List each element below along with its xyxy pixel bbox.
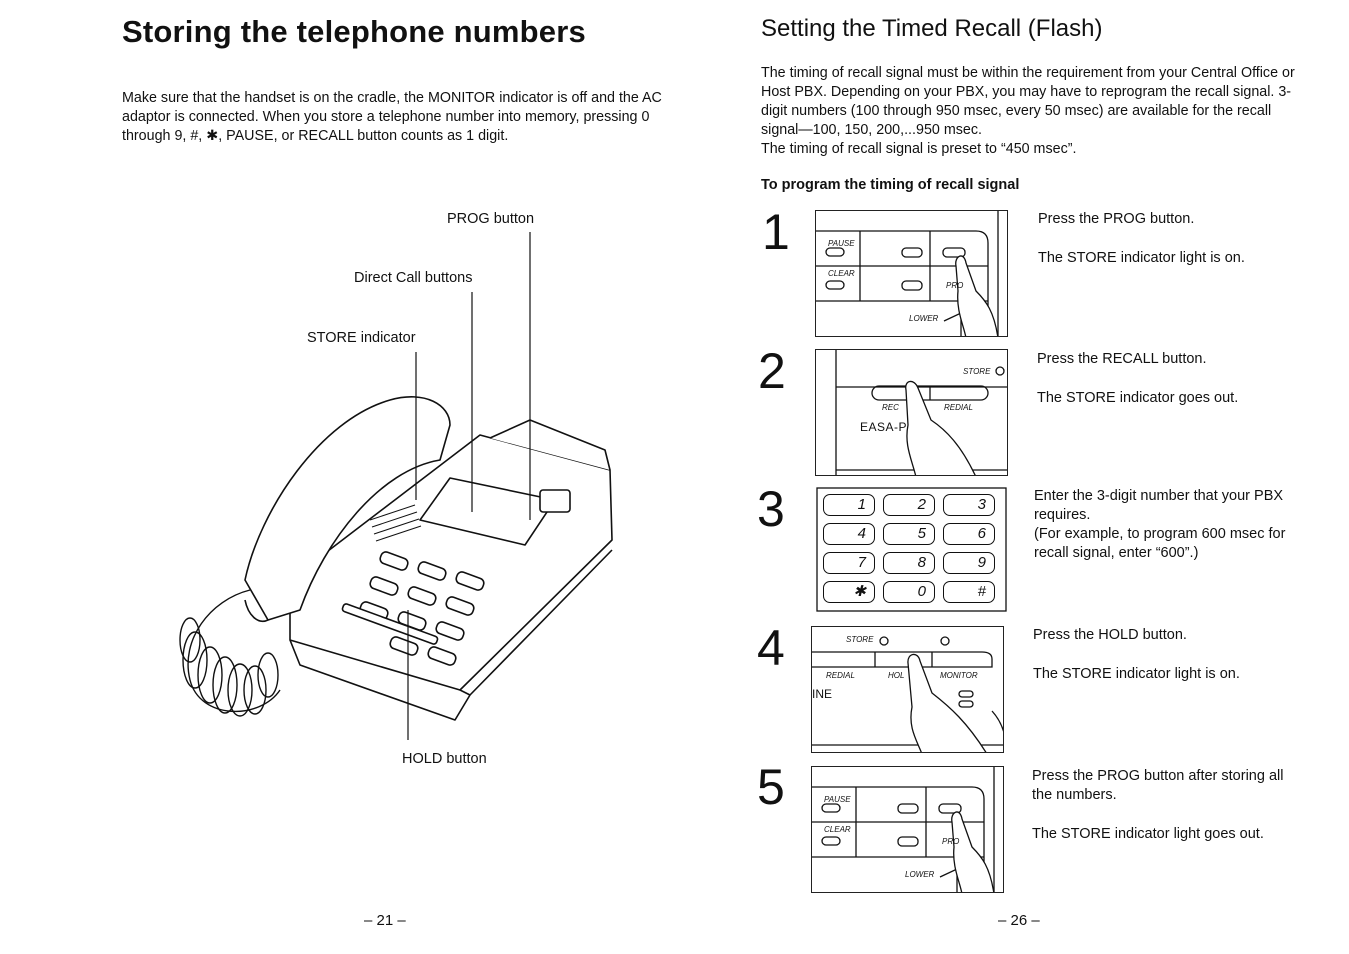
step-action: Press the HOLD button. xyxy=(1033,627,1187,643)
intro-paragraph-right: The timing of recall signal must be with… xyxy=(761,64,1306,159)
redial-label: REDIAL xyxy=(944,403,973,412)
keypad-key: 7 xyxy=(823,552,875,574)
line-label: INE xyxy=(812,687,833,701)
step-number: 4 xyxy=(757,620,785,676)
easa-label: EASA-P xyxy=(860,420,908,434)
page-title-left: Storing the telephone numbers xyxy=(122,14,586,49)
callout-prog-button: PROG button xyxy=(447,211,535,227)
intro-line: The timing of recall signal is preset to… xyxy=(761,141,1077,157)
intro-line: The timing of recall signal must be with… xyxy=(761,65,1295,138)
callout-hold-button: HOLD button xyxy=(402,751,487,767)
clear-label: CLEAR xyxy=(828,269,855,278)
step-action: Press the PROG button after storing all … xyxy=(1032,768,1284,803)
keypad-key: 0 xyxy=(883,581,935,603)
pause-label: PAUSE xyxy=(828,239,855,248)
step-number: 1 xyxy=(762,204,790,260)
step-result: The STORE indicator light goes out. xyxy=(1032,826,1264,842)
keypad-key: 8 xyxy=(883,552,935,574)
monitor-label: MONITOR xyxy=(940,671,978,680)
recall-label: REC xyxy=(882,403,899,412)
callout-store-indicator: STORE indicator xyxy=(307,330,416,346)
pause-label: PAUSE xyxy=(824,795,851,804)
step-action: Press the PROG button. xyxy=(1038,211,1195,227)
lower-label: LOWER xyxy=(905,870,935,879)
keypad-key: ✱ xyxy=(823,581,875,603)
keypad-key: 6 xyxy=(943,523,995,545)
keypad-key: 5 xyxy=(883,523,935,545)
step5-text: Press the PROG button after storing all … xyxy=(1032,767,1297,864)
step-action: Enter the 3-digit number that your PBX r… xyxy=(1034,488,1284,523)
step2-text: Press the RECALL button. The STORE indic… xyxy=(1037,350,1307,428)
intro-paragraph-left: Make sure that the handset is on the cra… xyxy=(122,90,662,144)
step1-illustration: PAUSE CLEAR LOWER PRO xyxy=(815,210,1008,337)
prog-label: PRO xyxy=(942,837,960,846)
step4-illustration: STORE REDIAL HOL MONITOR INE xyxy=(811,626,1004,753)
step3-text: Enter the 3-digit number that your PBX r… xyxy=(1034,487,1299,583)
keypad-key: # xyxy=(943,581,995,603)
keypad-key: 3 xyxy=(943,494,995,516)
telephone-illustration xyxy=(179,232,613,740)
callout-direct-call-buttons: Direct Call buttons xyxy=(354,270,473,286)
keypad-key: 2 xyxy=(883,494,935,516)
step5-illustration: PAUSE CLEAR LOWER PRO xyxy=(811,766,1004,893)
clear-label: CLEAR xyxy=(824,825,851,834)
step1-text: Press the PROG button. The STORE indicat… xyxy=(1038,210,1308,288)
step-result: The STORE indicator light is on. xyxy=(1038,250,1245,266)
step-result: The STORE indicator goes out. xyxy=(1037,390,1239,406)
redial-label: REDIAL xyxy=(826,671,855,680)
keypad-key: 4 xyxy=(823,523,875,545)
prog-label: PRO xyxy=(946,281,964,290)
step-number: 5 xyxy=(757,759,785,815)
keypad-key: 9 xyxy=(943,552,995,574)
step-number: 2 xyxy=(758,343,786,399)
step-action: Press the RECALL button. xyxy=(1037,351,1207,367)
keypad-key: 1 xyxy=(823,494,875,516)
page-title-right: Setting the Timed Recall (Flash) xyxy=(761,15,1103,42)
store-label: STORE xyxy=(963,367,991,376)
step-result: The STORE indicator light is on. xyxy=(1033,666,1240,682)
section-heading: To program the timing of recall signal xyxy=(761,177,1020,193)
step-result: (For example, to program 600 msec for re… xyxy=(1034,526,1286,561)
lower-label: LOWER xyxy=(909,314,939,323)
step4-text: Press the HOLD button. The STORE indicat… xyxy=(1033,626,1303,704)
page-number-right: – 26 – xyxy=(998,912,1040,929)
step2-illustration: STORE REC REDIAL EASA-P xyxy=(815,349,1008,476)
store-label: STORE xyxy=(846,635,874,644)
step-number: 3 xyxy=(757,481,785,537)
hold-label: HOL xyxy=(888,671,905,680)
page-number-left: – 21 – xyxy=(364,912,406,929)
